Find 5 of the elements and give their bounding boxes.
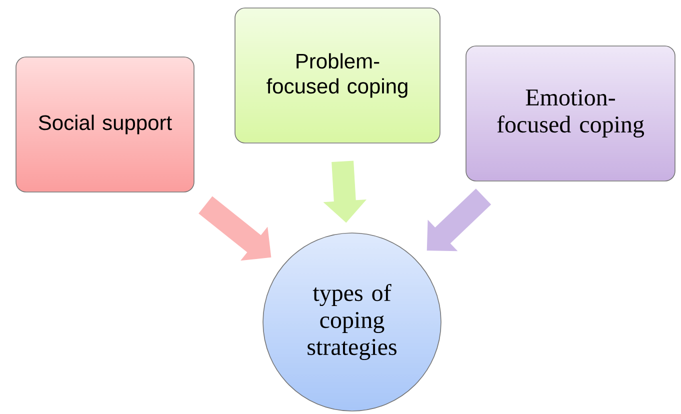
block-arrow — [426, 188, 492, 252]
text-box: Problem-focused coping — [234, 8, 440, 144]
circle-node: types of coping strategies — [262, 232, 442, 412]
text-box: Emotion-focused coping — [466, 46, 676, 182]
text-box: Social support — [16, 56, 194, 192]
